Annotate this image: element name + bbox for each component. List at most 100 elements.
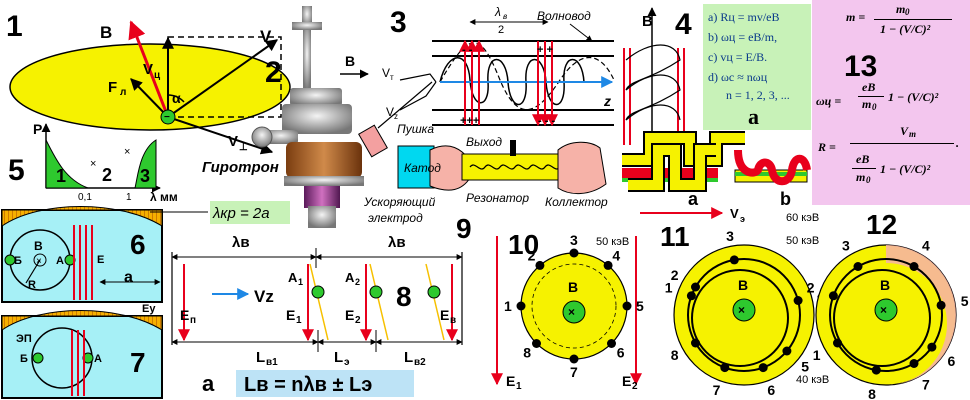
p9-resonator-label: Резонатор — [466, 191, 529, 205]
pink-r-inner-bar — [852, 168, 876, 169]
p5-label-3: 3 — [140, 166, 150, 186]
panel-number-11: 11 — [660, 221, 690, 252]
p8-en-label: E — [180, 307, 189, 323]
p11-number-6: 6 — [767, 382, 775, 398]
lambda-kr-box — [210, 201, 290, 224]
pink-m-root: 1 − (V/C)² — [880, 22, 931, 36]
two-label: 2 — [498, 24, 504, 36]
p12-number-7: 7 — [922, 376, 930, 392]
p8-a1-sub: 1 — [298, 277, 303, 287]
gyrotron-label: Гиротрон — [202, 159, 279, 176]
waveguide-label: Волновод — [537, 9, 591, 23]
p10-number-1: 1 — [504, 298, 512, 314]
p5-label-2: 2 — [102, 165, 112, 185]
p8-lv1-label: L — [256, 349, 265, 366]
p11-electron-7 — [720, 363, 730, 373]
panel-5: 5 P 1 2 3 × × 0,1 1 λ мм — [8, 121, 178, 204]
p11-number-5: 5 — [801, 358, 809, 374]
charge-plus-top: + + — [537, 44, 553, 56]
p12-b-cross: × — [880, 303, 887, 317]
p8-diag-3 — [425, 263, 445, 341]
p12-electron-1 — [833, 338, 842, 348]
p8-e2-sub: 2 — [355, 315, 361, 326]
gyrotron-side-flange — [251, 126, 273, 148]
gun-box — [358, 124, 388, 158]
p11-electron-1 — [686, 291, 696, 301]
b3-label: B — [345, 53, 355, 69]
p11-b-label: B — [738, 277, 748, 293]
p10-electron-6 — [607, 339, 616, 348]
f-sub: л — [120, 87, 126, 98]
pink-omega-m0-sub: 0 — [872, 102, 877, 112]
p11-kev50: 50 кэВ — [786, 235, 819, 247]
formula-box-pink — [812, 0, 970, 205]
formula-box-green — [703, 4, 811, 130]
electron-dot — [160, 109, 176, 125]
p8-lambda-right: λв — [388, 234, 406, 251]
p12-b-label: B — [880, 277, 890, 293]
orbit-ellipse — [9, 43, 291, 131]
pink-m-lhs: m = — [846, 10, 866, 24]
pink-omega-eb: eB — [862, 80, 876, 94]
p12-b-circle — [874, 298, 898, 322]
charge-plus-bot: +++ — [460, 115, 479, 127]
p10-orbit — [531, 263, 617, 349]
p11-number-1: 1 — [665, 280, 673, 296]
p10-e1-sub: 1 — [516, 381, 522, 392]
p12-number-4: 4 — [922, 238, 930, 254]
p10-e1-label: E — [506, 373, 515, 389]
ve-sub: э — [740, 214, 745, 224]
p12-electron-6 — [927, 342, 937, 352]
p8-lambda-left: λв — [232, 234, 250, 251]
p8-vz-label: Vz — [254, 287, 274, 306]
p9-output-port — [510, 140, 516, 156]
p5-region-3 — [134, 139, 157, 189]
p4-b-label: b — [780, 189, 791, 209]
formula-c: c) vц = E/B. — [708, 50, 768, 64]
p11-electron-6 — [758, 363, 768, 373]
gyrotron-top-tube — [302, 6, 312, 26]
p9-exit-label: Выход — [466, 135, 502, 149]
vperp-label: V — [228, 133, 238, 150]
pink-m-num: m — [896, 2, 906, 16]
p11-electron-8 — [691, 338, 700, 348]
panel-number-6: 6 — [130, 229, 146, 260]
p8-electron-a1 — [311, 285, 325, 299]
p10-number-8: 8 — [523, 345, 531, 361]
p4-wave-b-red — [734, 149, 811, 186]
p12-electron-4 — [909, 262, 919, 271]
p6-a-label: А — [56, 255, 64, 267]
gyrotron-gun-coil — [304, 186, 340, 208]
p5-tick-1: 1 — [126, 192, 132, 203]
ve-label: V — [730, 206, 739, 221]
p12-ring-inner — [833, 269, 931, 367]
p12-electron-7 — [909, 359, 919, 368]
formula-b: b) ωц = eB/m, — [708, 30, 778, 44]
lambda-kr-text: λкр = 2a — [212, 205, 270, 222]
pink-r-lhs: R = — [818, 140, 836, 154]
p7-electron-left — [32, 352, 44, 364]
p10-number-5: 5 — [636, 298, 644, 314]
p6-b-cyr-label: Б — [14, 255, 22, 267]
panel-number-8: 8 — [396, 281, 412, 312]
p11-ring-outer — [687, 258, 801, 372]
p12-number-2: 2 — [807, 280, 815, 296]
formula-a: a) Rц = mv/eB — [708, 10, 780, 24]
lambda-label: λ — [494, 5, 501, 19]
pink-m-num-sub: 0 — [905, 7, 910, 17]
p4-a-label: a — [688, 189, 699, 209]
pink-omega-fraction-bar — [858, 96, 884, 97]
p6-field-profile — [1, 206, 163, 227]
vz-sub: z — [394, 112, 398, 121]
bottom-formula-box — [236, 370, 414, 397]
pink-omega-m0: m — [862, 97, 872, 111]
vz-label: V — [386, 105, 394, 119]
p8-a1-label: A — [288, 270, 298, 285]
p5-cross-1: × — [90, 158, 96, 170]
p9-electrode-label: электрод — [368, 211, 423, 225]
vt-label: V — [382, 66, 390, 80]
